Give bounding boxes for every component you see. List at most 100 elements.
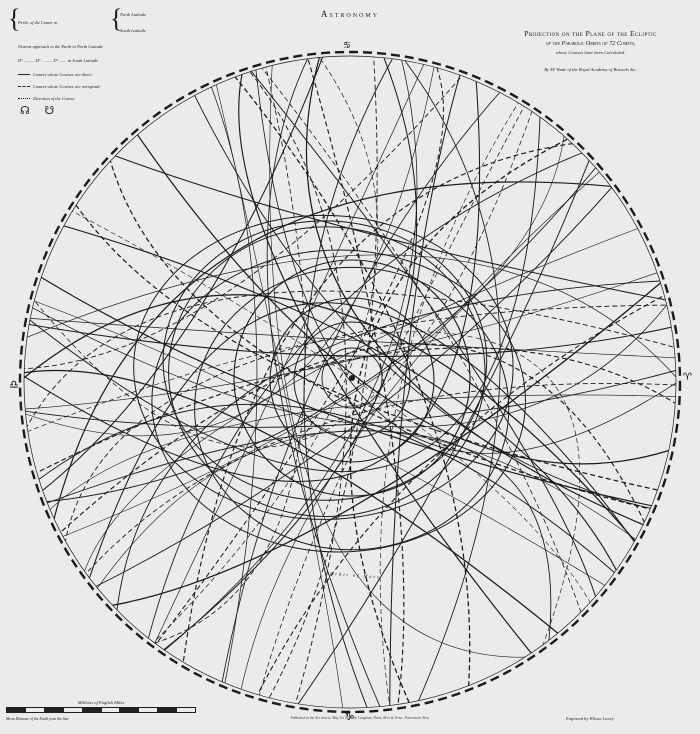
legend-retrograde: Comets whose Courses are retrograde — [18, 84, 100, 89]
comet-orbit — [294, 56, 405, 708]
comet-orbit — [121, 56, 379, 674]
legend-north: North Latitude — [120, 12, 146, 17]
orbit-of-mars-label: Orbit of Mars — [330, 571, 381, 580]
zodiac-sign-bottom: ♑ — [344, 709, 355, 723]
legend-south: South Latitude — [120, 28, 146, 33]
comet-orbit — [24, 132, 624, 506]
inner-boundary-circle — [23, 55, 677, 709]
comet-orbit — [24, 253, 676, 516]
comet-orbit — [24, 347, 676, 494]
comet-orbit — [24, 357, 676, 428]
comet-orbit — [26, 343, 667, 575]
comet-orbit — [246, 56, 378, 708]
comet-orbit — [194, 266, 510, 551]
comet-orbit — [24, 314, 676, 361]
comet-orbit — [237, 274, 676, 708]
zodiac-sign-right: ♈ — [683, 372, 692, 383]
comet-orbit — [60, 304, 676, 616]
comet-orbit — [251, 56, 676, 454]
publisher-imprint: Published as the Act directs, May 1st 18… — [290, 716, 430, 720]
page-title: Astronomy — [320, 9, 380, 19]
comet-orbit — [205, 56, 349, 708]
comet-orbit — [24, 254, 676, 431]
scale-caption: Millions of English Miles — [77, 700, 125, 705]
comet-orbit — [205, 56, 471, 708]
orbit-of-mercury — [321, 347, 383, 409]
comet-orbit — [24, 258, 676, 428]
title-line: Projection on the Plane of the Ecliptic — [524, 29, 657, 38]
comet-orbit — [266, 56, 399, 708]
zodiac-sign-left: ♎ — [9, 378, 19, 391]
comet-orbit — [24, 56, 493, 370]
comet-orbit — [151, 249, 527, 553]
distance-scale: Millions of English Miles Mean Distance … — [6, 700, 196, 721]
comet-orbit — [55, 153, 642, 607]
orbit-of-venus — [293, 321, 411, 439]
comet-orbit — [238, 56, 560, 688]
comet-orbit — [24, 290, 676, 501]
comet-orbit — [39, 181, 669, 585]
comet-orbit — [128, 56, 444, 680]
legend-node-symbols: ☊ ☋ — [20, 105, 61, 117]
comet-orbit — [379, 65, 543, 708]
comet-orbit — [269, 56, 612, 658]
engraver-credit: Engraved by Wilson Lowry — [566, 716, 614, 721]
comet-orbit — [112, 97, 676, 465]
zodiac-sign-top: ♋ — [343, 41, 351, 51]
comet-orbit — [24, 56, 481, 483]
dashed-line-sample-icon — [18, 86, 30, 88]
orbit-of-mars — [233, 259, 471, 497]
dotted-line-sample-icon — [18, 98, 30, 100]
legend-direct: Comets whose Courses are direct — [18, 72, 92, 77]
comet-orbit — [24, 56, 340, 519]
comet-orbit — [232, 56, 597, 659]
legend-nearest: Nearest approach to the Earth in North L… — [18, 44, 103, 49]
comet-orbit — [232, 142, 633, 708]
comet-orbit — [24, 212, 638, 617]
comet-orbit — [168, 226, 486, 518]
comet-orbit — [133, 214, 514, 520]
sun-marker — [349, 375, 355, 381]
comet-orbit — [176, 138, 630, 708]
subtitle-line: of the Parabolic Orbits of 72 Comets, — [545, 40, 636, 47]
comet-orbit — [194, 56, 258, 708]
author-line: By Mʳ Wade of the Royal Academy of Bruss… — [544, 67, 637, 72]
comet-orbit — [363, 56, 501, 708]
comet-orbit — [24, 68, 547, 448]
comet-orbit — [136, 135, 627, 685]
legend-direction: Direction of the Course — [18, 96, 74, 101]
comet-orbit — [24, 331, 581, 708]
solid-line-sample-icon — [18, 74, 30, 76]
comet-orbit — [303, 56, 418, 708]
comet-orbit — [217, 56, 347, 708]
legend-brace-right-icon: { — [110, 4, 123, 33]
comet-orbit — [127, 56, 418, 679]
comet-orbit — [24, 285, 643, 609]
comet-orbit — [71, 430, 672, 627]
comet-orbit — [77, 212, 676, 637]
orbit-of-earth — [269, 297, 435, 463]
legend-brace-icon: { — [8, 4, 21, 33]
comet-orbit — [213, 58, 531, 708]
comet-orbit — [59, 251, 676, 613]
comet-orbit — [221, 56, 609, 648]
scale-mean-distance: Mean Distance of the Earth from the Sun — [6, 717, 69, 721]
comet-orbit — [99, 56, 306, 655]
comet-orbit — [24, 369, 593, 663]
comet-orbit — [24, 56, 442, 437]
legend-ditto: Dº .......... Dº .......... Dº ....... i… — [18, 58, 99, 63]
comet-orbit — [129, 56, 418, 680]
comet-orbit — [24, 80, 567, 553]
legend-perihelion: Perih. of the Comet in — [18, 20, 57, 25]
title-block: Projection on the Plane of the Ecliptic … — [488, 29, 693, 72]
comet-orbit — [135, 56, 443, 684]
comet-orbit — [24, 65, 542, 473]
comet-orbit — [56, 383, 676, 609]
subtitle-line-2: whose Courses have been Calculated. — [555, 50, 626, 55]
comet-orbit — [113, 278, 676, 667]
comet-orbit — [24, 294, 665, 578]
comet-orbit — [162, 220, 488, 501]
comet-orbit — [349, 118, 611, 708]
